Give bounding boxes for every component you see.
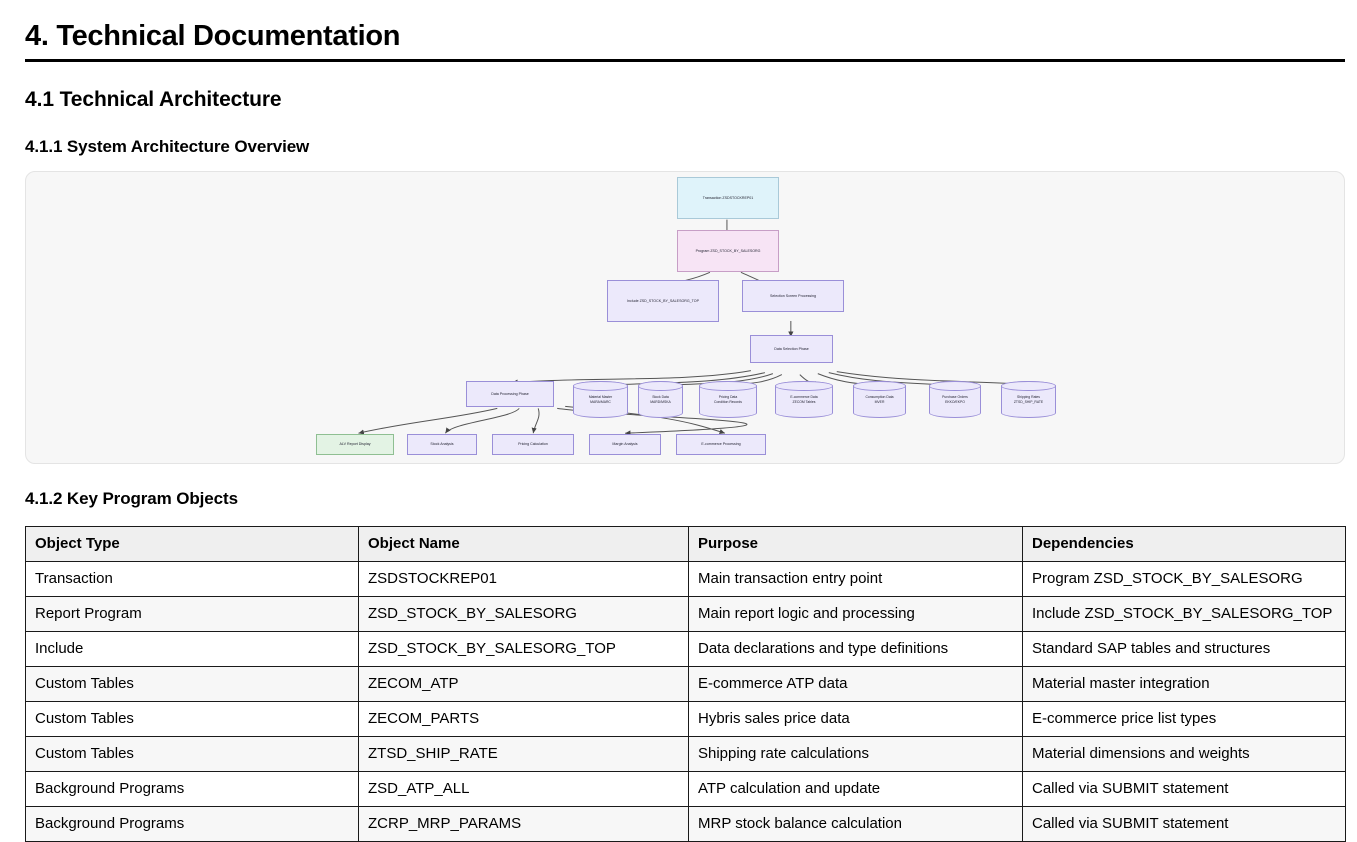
- diagram-datastore-purchase-orders: Purchase Orders EKKO/EKPO: [929, 381, 981, 418]
- cell-purpose: MRP stock balance calculation: [688, 806, 1023, 842]
- key-program-objects-table: Object Type Object Name Purpose Dependen…: [25, 526, 1346, 842]
- diagram-node-label: E-commerce Processing: [701, 442, 741, 447]
- column-header-dependencies: Dependencies: [1022, 526, 1346, 562]
- cell-object-name: ZSDSTOCKREP01: [358, 561, 689, 597]
- table-row: Transaction ZSDSTOCKREP01 Main transacti…: [25, 561, 1346, 597]
- cell-dependencies: Material master integration: [1022, 666, 1346, 702]
- cell-purpose: ATP calculation and update: [688, 771, 1023, 807]
- table-row: Include ZSD_STOCK_BY_SALESORG_TOP Data d…: [25, 631, 1346, 667]
- page-title: 4. Technical Documentation: [25, 20, 1345, 62]
- diagram-node-label: Margin Analysis: [612, 442, 638, 447]
- diagram-datastore-material-master: Material Master MARA/MARC: [573, 381, 628, 418]
- diagram-node-data-processing: Data Processing Phase: [466, 381, 554, 407]
- diagram-node-label: Stock Analysis: [430, 442, 454, 447]
- datastore-label: Pricing Data Condition Records: [714, 395, 742, 404]
- diagram-datastore-consumption-data: Consumption Data MVER: [853, 381, 906, 418]
- diagram-datastore-stock-data: Stock Data MARD/MSKA: [638, 381, 683, 418]
- cell-object-name: ZSD_STOCK_BY_SALESORG_TOP: [358, 631, 689, 667]
- cell-purpose: E-commerce ATP data: [688, 666, 1023, 702]
- diagram-datastore-pricing-data: Pricing Data Condition Records: [699, 381, 757, 418]
- table-row: Background Programs ZSD_ATP_ALL ATP calc…: [25, 771, 1346, 807]
- cell-object-name: ZSD_ATP_ALL: [358, 771, 689, 807]
- diagram-node-label: Program ZSD_STOCK_BY_SALESORG: [695, 248, 761, 253]
- cell-object-type: Transaction: [25, 561, 359, 597]
- diagram-node-data-selection: Data Selection Phase: [750, 335, 833, 363]
- cell-dependencies: Material dimensions and weights: [1022, 736, 1346, 772]
- column-header-purpose: Purpose: [688, 526, 1023, 562]
- datastore-label: E-commerce Data ZECOM Tables: [790, 395, 818, 404]
- diagram-node-label: ALV Report Display: [339, 442, 371, 447]
- diagram-datastore-ecommerce-data: E-commerce Data ZECOM Tables: [775, 381, 833, 418]
- diagram-node-label: Data Processing Phase: [491, 391, 529, 396]
- diagram-edges: [358, 219, 1027, 436]
- cell-purpose: Hybris sales price data: [688, 701, 1023, 737]
- diagram-node-label: Transaction ZSDSTOCKREP01: [702, 195, 754, 200]
- diagram-node-margin-analysis: Margin Analysis: [589, 434, 661, 455]
- table-row: Custom Tables ZECOM_PARTS Hybris sales p…: [25, 701, 1346, 737]
- table-body: Transaction ZSDSTOCKREP01 Main transacti…: [25, 561, 1346, 842]
- subsection-heading-4-1-2: 4.1.2 Key Program Objects: [25, 489, 238, 508]
- cell-purpose: Data declarations and type definitions: [688, 631, 1023, 667]
- diagram-node-program: Program ZSD_STOCK_BY_SALESORG: [677, 230, 779, 272]
- cell-dependencies: Called via SUBMIT statement: [1022, 806, 1346, 842]
- cell-object-type: Custom Tables: [25, 666, 359, 702]
- cell-dependencies: E-commerce price list types: [1022, 701, 1346, 737]
- datastore-label: Material Master MARA/MARC: [588, 395, 613, 404]
- table-header-row: Object Type Object Name Purpose Dependen…: [25, 526, 1346, 562]
- cell-object-type: Report Program: [25, 596, 359, 632]
- table-row: Report Program ZSD_STOCK_BY_SALESORG Mai…: [25, 596, 1346, 632]
- cell-object-name: ZCRP_MRP_PARAMS: [358, 806, 689, 842]
- cell-object-name: ZSD_STOCK_BY_SALESORG: [358, 596, 689, 632]
- cell-dependencies: Called via SUBMIT statement: [1022, 771, 1346, 807]
- diagram-node-label: Data Selection Phase: [774, 346, 809, 351]
- column-header-object-name: Object Name: [358, 526, 689, 562]
- section-heading-4-1: 4.1 Technical Architecture: [25, 88, 282, 111]
- diagram-node-stock-analysis: Stock Analysis: [407, 434, 477, 455]
- diagram-node-transaction: Transaction ZSDSTOCKREP01: [677, 177, 779, 219]
- table-row: Custom Tables ZECOM_ATP E-commerce ATP d…: [25, 666, 1346, 702]
- diagram-node-pricing-calculation: Pricing Calculation: [492, 434, 574, 455]
- table-row: Background Programs ZCRP_MRP_PARAMS MRP …: [25, 806, 1346, 842]
- diagram-node-selection-screen: Selection Screen Processing: [742, 280, 844, 312]
- diagram-node-label: Include ZSD_STOCK_BY_SALESORG_TOP: [627, 298, 699, 303]
- datastore-label: Stock Data MARD/MSKA: [650, 395, 671, 404]
- column-header-object-type: Object Type: [25, 526, 359, 562]
- datastore-label: Consumption Data MVER: [865, 395, 894, 404]
- cell-dependencies: Include ZSD_STOCK_BY_SALESORG_TOP: [1022, 596, 1346, 632]
- table-row: Custom Tables ZTSD_SHIP_RATE Shipping ra…: [25, 736, 1346, 772]
- cell-dependencies: Standard SAP tables and structures: [1022, 631, 1346, 667]
- diagram-datastore-shipping-rates: Shipping Rates ZTSD_SHIP_RATE: [1001, 381, 1056, 418]
- diagram-node-label: Selection Screen Processing: [770, 293, 816, 298]
- cell-purpose: Main transaction entry point: [688, 561, 1023, 597]
- cell-object-name: ZECOM_PARTS: [358, 701, 689, 737]
- architecture-diagram: Transaction ZSDSTOCKREP01 Program ZSD_ST…: [25, 171, 1345, 464]
- diagram-node-label: Pricing Calculation: [518, 442, 548, 447]
- diagram-node-alv-report: ALV Report Display: [316, 434, 394, 455]
- diagram-node-include: Include ZSD_STOCK_BY_SALESORG_TOP: [607, 280, 719, 322]
- cell-object-name: ZTSD_SHIP_RATE: [358, 736, 689, 772]
- subsection-heading-4-1-1: 4.1.1 System Architecture Overview: [25, 137, 310, 156]
- datastore-label: Shipping Rates ZTSD_SHIP_RATE: [1013, 395, 1044, 404]
- diagram-canvas: Transaction ZSDSTOCKREP01 Program ZSD_ST…: [26, 172, 1344, 463]
- diagram-node-ecommerce-processing: E-commerce Processing: [676, 434, 766, 455]
- cell-object-type: Background Programs: [25, 771, 359, 807]
- cell-purpose: Shipping rate calculations: [688, 736, 1023, 772]
- cell-object-type: Include: [25, 631, 359, 667]
- cell-object-type: Custom Tables: [25, 736, 359, 772]
- cell-object-type: Custom Tables: [25, 701, 359, 737]
- cell-object-type: Background Programs: [25, 806, 359, 842]
- cell-object-name: ZECOM_ATP: [358, 666, 689, 702]
- cell-dependencies: Program ZSD_STOCK_BY_SALESORG: [1022, 561, 1346, 597]
- datastore-label: Purchase Orders EKKO/EKPO: [942, 395, 968, 404]
- cell-purpose: Main report logic and processing: [688, 596, 1023, 632]
